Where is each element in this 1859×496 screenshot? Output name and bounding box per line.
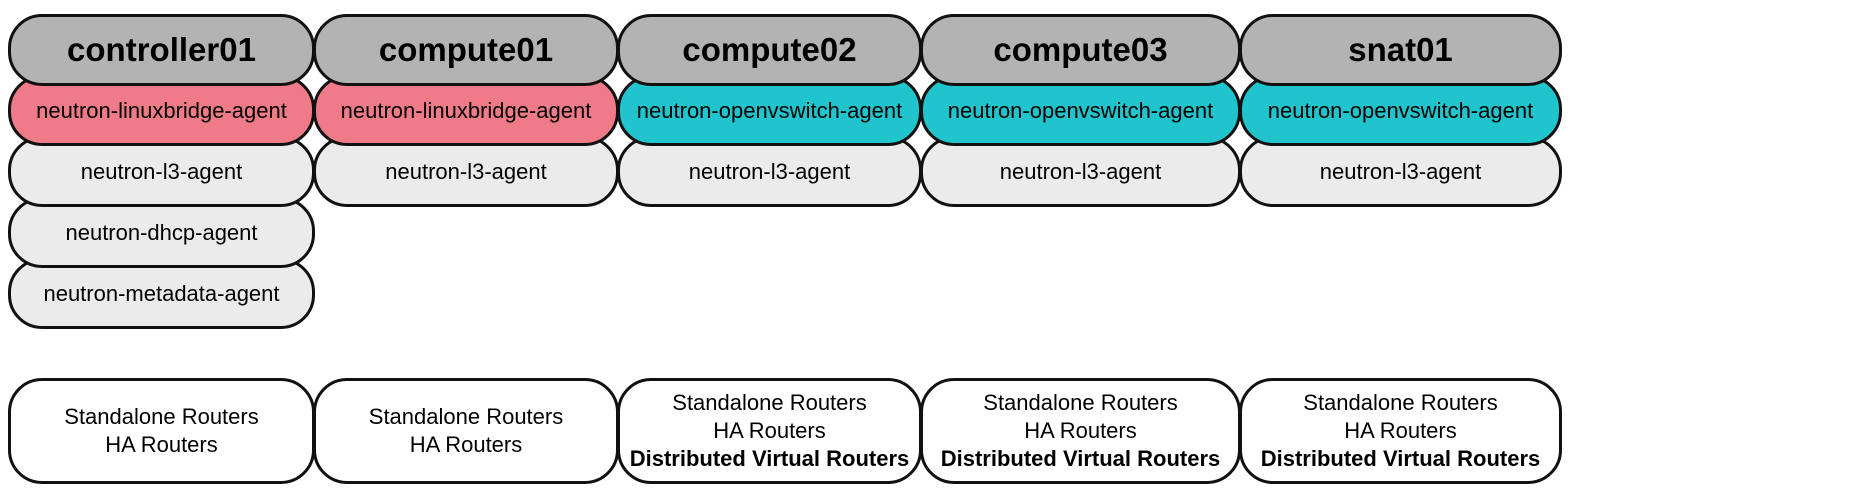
- node-column-compute03: neutron-openvswitch-agent neutron-l3-agen…: [920, 14, 1241, 484]
- agent-box-neutron-linuxbridge-agent: neutron-linuxbridge-agent: [8, 75, 315, 146]
- router-type-label: Standalone Routers: [64, 404, 259, 429]
- node-name: snat01: [1348, 31, 1453, 68]
- router-types-box: Standalone Routers HA Routers: [8, 378, 315, 484]
- router-type-label-dvr: Distributed Virtual Routers: [1260, 446, 1541, 471]
- agent-box-neutron-openvswitch-agent: neutron-openvswitch-agent: [617, 75, 922, 146]
- router-type-label-dvr: Distributed Virtual Routers: [629, 446, 910, 471]
- node-name: compute02: [682, 31, 857, 68]
- agent-box-neutron-dhcp-agent: neutron-dhcp-agent: [8, 197, 315, 268]
- agent-label: neutron-l3-agent: [1319, 158, 1482, 184]
- agent-label: neutron-metadata-agent: [43, 280, 280, 306]
- router-type-label: Standalone Routers: [983, 390, 1178, 415]
- agent-box-neutron-l3-agent: neutron-l3-agent: [920, 136, 1241, 207]
- node-header: compute03: [920, 14, 1241, 86]
- router-type-label: Standalone Routers: [368, 404, 564, 429]
- agent-label: neutron-linuxbridge-agent: [36, 97, 287, 123]
- agent-label: neutron-l3-agent: [80, 158, 243, 184]
- node-name: compute01: [378, 31, 554, 68]
- router-types-box: Standalone Routers HA Routers: [313, 378, 619, 484]
- router-type-label: HA Routers: [1024, 418, 1137, 443]
- agent-box-neutron-metadata-agent: neutron-metadata-agent: [8, 258, 315, 329]
- node-name: controller01: [67, 31, 256, 68]
- router-type-label: Standalone Routers: [1303, 390, 1498, 415]
- node-column-compute02: neutron-openvswitch-agent neutron-l3-agen…: [617, 14, 922, 484]
- agent-box-neutron-l3-agent: neutron-l3-agent: [617, 136, 922, 207]
- agent-label: neutron-dhcp-agent: [65, 219, 258, 245]
- agent-box-neutron-l3-agent: neutron-l3-agent: [1239, 136, 1562, 207]
- agent-label: neutron-l3-agent: [385, 158, 547, 184]
- router-type-label: HA Routers: [105, 432, 218, 457]
- router-type-label-dvr: Distributed Virtual Routers: [940, 446, 1221, 471]
- agent-label: neutron-openvswitch-agent: [947, 97, 1214, 123]
- agent-box-neutron-linuxbridge-agent: neutron-linuxbridge-agent: [313, 75, 619, 146]
- router-type-label: Standalone Routers: [672, 390, 867, 415]
- agent-label: neutron-openvswitch-agent: [1267, 97, 1534, 123]
- node-header: compute01: [313, 14, 619, 86]
- agent-label: neutron-l3-agent: [999, 158, 1162, 184]
- node-column-controller01: neutron-linuxbridge-agent neutron-l3-agen…: [8, 14, 315, 484]
- node-header: compute02: [617, 14, 922, 86]
- node-column-snat01: neutron-openvswitch-agent neutron-l3-agen…: [1239, 14, 1562, 484]
- agent-label: neutron-l3-agent: [688, 158, 851, 184]
- agent-box-neutron-openvswitch-agent: neutron-openvswitch-agent: [920, 75, 1241, 146]
- agent-label: neutron-linuxbridge-agent: [340, 97, 592, 123]
- node-header: controller01: [8, 14, 315, 86]
- node-column-compute01: neutron-linuxbridge-agent neutron-l3-agen…: [313, 14, 619, 484]
- router-type-label: HA Routers: [1344, 418, 1457, 443]
- node-header: snat01: [1239, 14, 1562, 86]
- router-type-label: HA Routers: [409, 432, 523, 457]
- agent-label: neutron-openvswitch-agent: [636, 97, 903, 123]
- router-type-label: HA Routers: [713, 418, 826, 443]
- agent-box-neutron-l3-agent: neutron-l3-agent: [313, 136, 619, 207]
- node-name: compute03: [993, 31, 1168, 68]
- agent-box-neutron-l3-agent: neutron-l3-agent: [8, 136, 315, 207]
